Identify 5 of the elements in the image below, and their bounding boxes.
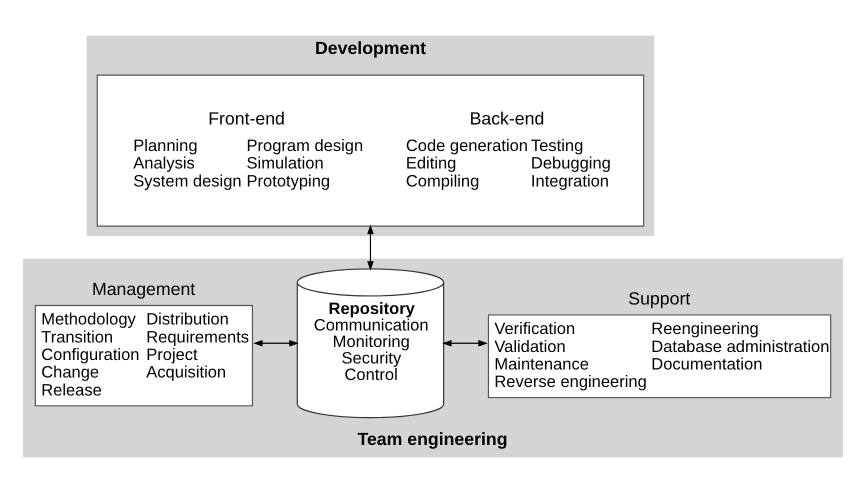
node-label: Management [91, 278, 195, 299]
node-label: Support [628, 288, 690, 308]
arrow [442, 340, 488, 347]
arrow [366, 224, 374, 271]
arrow [252, 340, 298, 347]
